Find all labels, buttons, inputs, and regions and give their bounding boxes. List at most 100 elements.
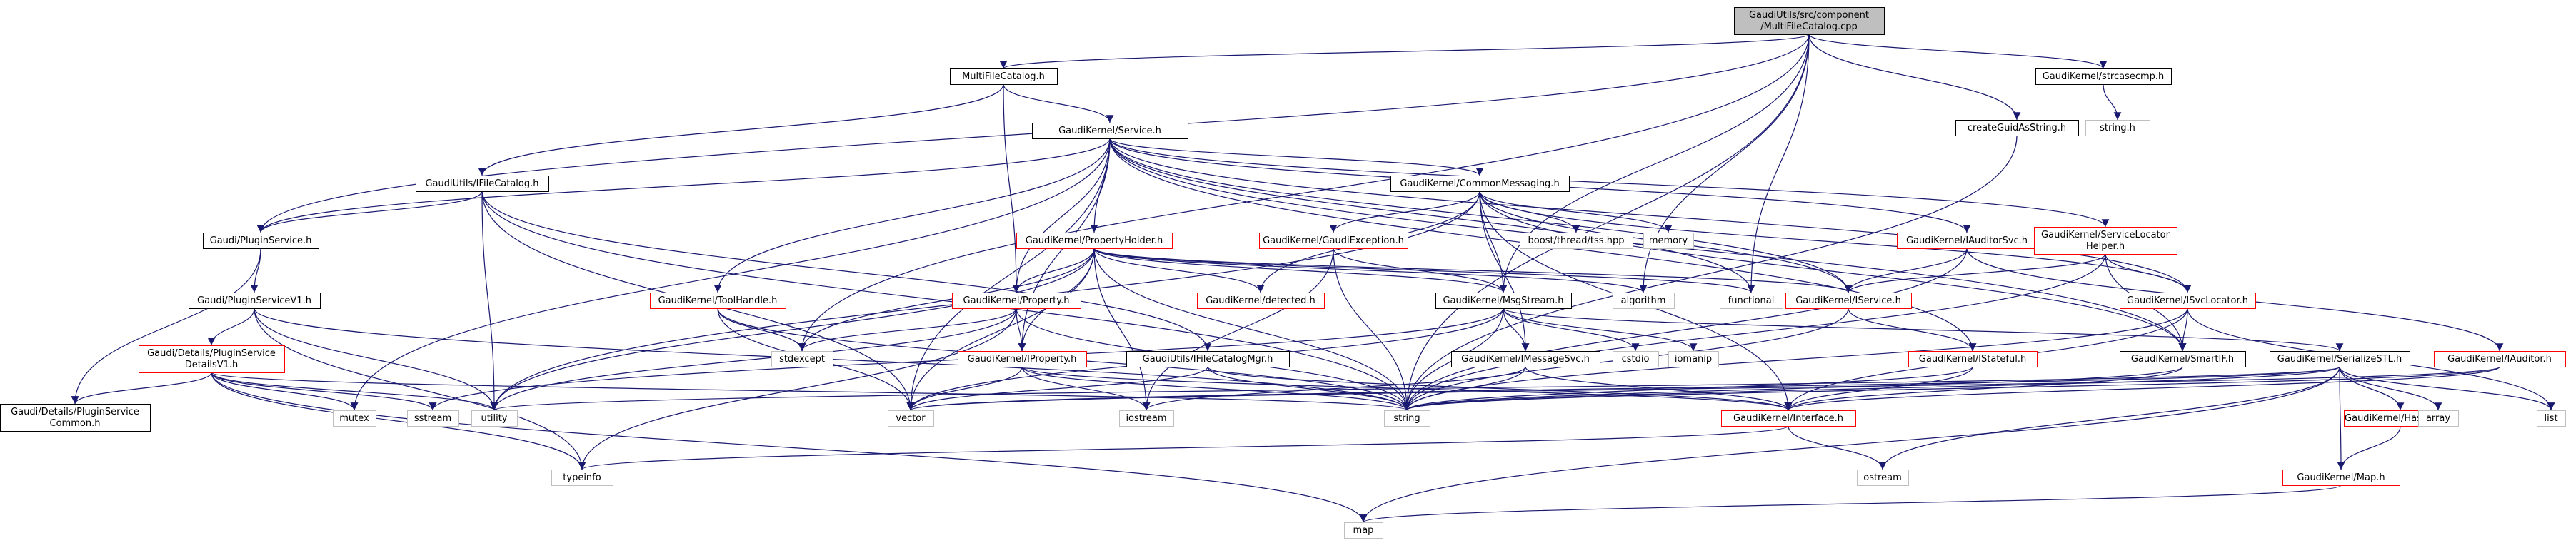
node-box	[333, 410, 376, 427]
node-iauditor[interactable]: GaudiKernel/IAuditor.h	[2434, 351, 2566, 367]
node-iproperty[interactable]: GaudiKernel/IProperty.h	[958, 351, 1087, 367]
node-typeinfo[interactable]: typeinfo	[551, 470, 613, 486]
edge-root-to-algorithm	[1639, 34, 1810, 293]
node-pluginservice[interactable]: Gaudi/PluginService.h	[203, 233, 319, 249]
node-box	[650, 293, 786, 309]
node-vector[interactable]: vector	[888, 410, 934, 427]
edge-details_v1-to-string	[211, 372, 1410, 411]
node-label: string.h	[2100, 123, 2135, 133]
node-label: boost/thread/tss.hpp	[1528, 235, 1625, 246]
node-commonmessaging[interactable]: GaudiKernel/CommonMessaging.h	[1390, 176, 1570, 192]
node-box	[1451, 351, 1600, 367]
node-box	[2034, 227, 2177, 255]
node-serializestl[interactable]: GaudiKernel/SerializeSTL.h	[2270, 351, 2410, 367]
edge-property-to-utility	[490, 308, 1017, 411]
edge-propertyholder-to-utility	[490, 248, 1095, 411]
node-box	[2434, 351, 2566, 367]
node-label: algorithm	[1621, 295, 1666, 306]
edge-details_v1-to-typeinfo	[211, 372, 586, 470]
node-strcasecmp[interactable]: GaudiKernel/strcasecmp.h	[2035, 68, 2172, 85]
node-map[interactable]: map	[1344, 522, 1383, 539]
edge-interface-to-ostream	[1788, 425, 1887, 470]
node-iservice[interactable]: GaudiKernel/IService.h	[1785, 293, 1912, 309]
node-createguid[interactable]: createGuidAsString.h	[1955, 120, 2079, 136]
node-smartif[interactable]: GaudiKernel/SmartIF.h	[2120, 351, 2246, 367]
node-ostream[interactable]: ostream	[1857, 470, 1909, 486]
edge-service-to-servicelocatorhelper	[1109, 138, 2110, 228]
node-sstream[interactable]: sstream	[407, 410, 459, 427]
edge-ifilecatalogmgr-to-vector	[906, 366, 1208, 411]
node-label: Helper.h	[2086, 241, 2125, 252]
edge-serializestl-to-map	[1359, 366, 2340, 523]
node-iostream[interactable]: iostream	[1119, 410, 1174, 427]
edge-serializestl-to-map_h	[2337, 366, 2345, 470]
node-box	[1032, 123, 1188, 139]
node-iauditorsvc[interactable]: GaudiKernel/IAuditorSvc.h	[1897, 233, 2038, 249]
edge-iauditor-to-interface	[1784, 366, 2500, 411]
edge-service-to-mutex	[350, 138, 1111, 411]
node-isvclocator[interactable]: GaudiKernel/ISvcLocator.h	[2120, 293, 2256, 309]
edge-serializestl-to-string	[1403, 366, 2340, 411]
edge-propertyholder-to-functional	[1093, 248, 1755, 293]
node-string_h[interactable]: string.h	[2085, 120, 2150, 136]
edge-msgstream-to-cstdio	[1503, 308, 1640, 352]
node-box	[1668, 351, 1719, 367]
node-label: Gaudi/PluginService.h	[210, 235, 312, 246]
edge-imessagesvc-to-iostream	[1142, 366, 1526, 411]
node-string[interactable]: string	[1384, 410, 1430, 427]
node-algorithm[interactable]: algorithm	[1613, 293, 1675, 309]
node-label: memory	[1649, 235, 1688, 246]
node-box	[1857, 470, 1909, 486]
dependency-edges	[71, 34, 2555, 523]
node-msgstream[interactable]: GaudiKernel/MsgStream.h	[1435, 293, 1572, 309]
node-box	[1384, 410, 1430, 427]
node-memory[interactable]: memory	[1643, 233, 1694, 249]
node-imessagesvc[interactable]: GaudiKernel/IMessageSvc.h	[1451, 351, 1600, 367]
node-label: Gaudi/Details/PluginService	[11, 407, 139, 417]
node-mutex[interactable]: mutex	[333, 410, 376, 427]
node-gaudiexception[interactable]: GaudiKernel/GaudiException.h	[1259, 233, 1408, 249]
node-label: GaudiUtils/src/component	[1749, 10, 1869, 21]
node-box	[1344, 522, 1383, 539]
node-propertyholder[interactable]: GaudiKernel/PropertyHolder.h	[1016, 233, 1173, 249]
node-label: functional	[1728, 295, 1775, 306]
edge-map_h-to-map	[1360, 484, 2342, 523]
node-functional[interactable]: functional	[1720, 293, 1783, 309]
node-array[interactable]: array	[2418, 410, 2459, 427]
node-label: array	[2426, 413, 2450, 424]
edge-gaudiexception-to-msgstream	[1333, 248, 1508, 293]
edge-gaudiexception-to-iostream	[1142, 248, 1334, 411]
node-cstdio[interactable]: cstdio	[1613, 351, 1659, 367]
edge-details_v1-to-mutex	[211, 372, 359, 411]
node-service[interactable]: GaudiKernel/Service.h	[1032, 123, 1188, 139]
node-box	[1259, 233, 1408, 249]
node-list[interactable]: list	[2537, 410, 2566, 427]
edge-strcasecmp-to-string_h	[2103, 83, 2122, 121]
node-stdexcept[interactable]: stdexcept	[771, 351, 833, 367]
edge-root-to-string	[1403, 34, 1810, 411]
node-pluginservicev1[interactable]: Gaudi/PluginServiceV1.h	[189, 293, 321, 309]
edge-commonmessaging-to-smartif	[1479, 191, 2187, 352]
node-label: stdexcept	[779, 354, 825, 365]
node-property[interactable]: GaudiKernel/Property.h	[952, 293, 1081, 309]
edge-multifilecatalog-to-property	[1003, 83, 1021, 293]
node-ifilecatalog[interactable]: GaudiUtils/IFileCatalog.h	[416, 176, 549, 192]
node-multifilecatalog[interactable]: MultiFileCatalog.h	[950, 68, 1058, 85]
node-ifilecatalogmgr[interactable]: GaudiUtils/IFileCatalogMgr.h	[1126, 351, 1290, 367]
edge-msgstream-to-serializestl	[1503, 308, 2343, 352]
node-utility[interactable]: utility	[471, 410, 518, 427]
node-tss[interactable]: boost/thread/tss.hpp	[1520, 233, 1633, 249]
edge-iauditor-to-vector	[907, 366, 2500, 411]
node-box	[139, 345, 285, 373]
edge-ifilecatalog-to-string	[481, 191, 1411, 411]
node-istateful[interactable]: GaudiKernel/IStateful.h	[1908, 351, 2038, 367]
node-detected[interactable]: GaudiKernel/detected.h	[1197, 293, 1325, 309]
edge-serializestl-to-vector	[907, 366, 2340, 411]
node-interface[interactable]: GaudiKernel/Interface.h	[1721, 410, 1856, 427]
node-map_h[interactable]: GaudiKernel/Map.h	[2282, 470, 2400, 486]
node-iomanip[interactable]: iomanip	[1668, 351, 1719, 367]
node-toolhandle[interactable]: GaudiKernel/ToolHandle.h	[650, 293, 786, 309]
